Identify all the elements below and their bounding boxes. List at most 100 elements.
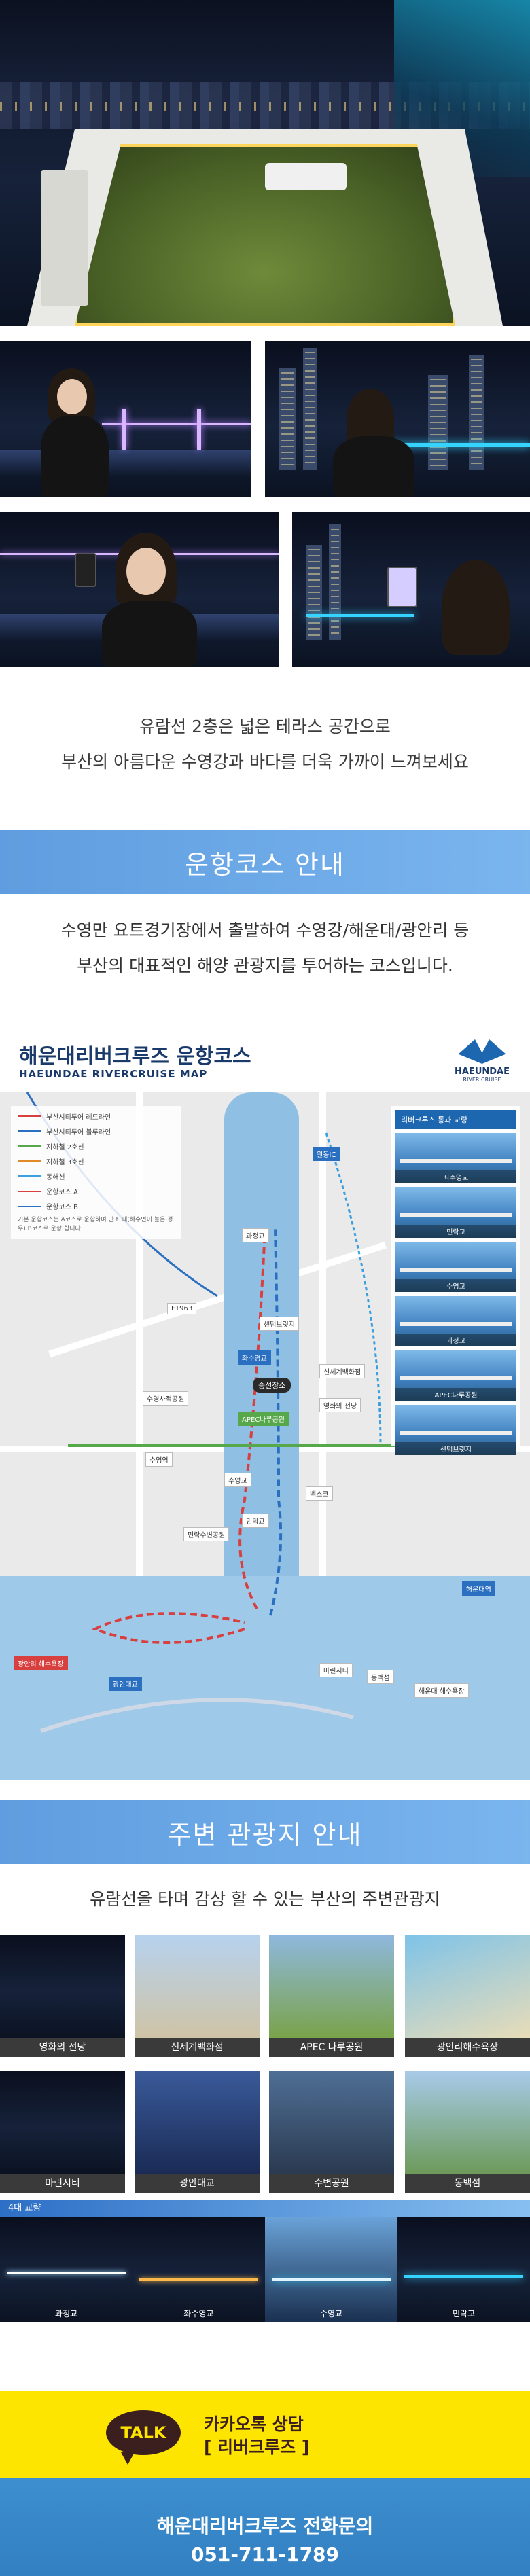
pin-bexco: 벡스코 (306, 1486, 333, 1501)
spots-subtitle: 유람선을 타며 감상 할 수 있는 부산의 주변관광지 (90, 1889, 440, 1909)
spot-label: 수변공원 (269, 2174, 394, 2193)
spot-tile: 광안대교 (135, 2071, 260, 2193)
deck-photo (0, 0, 530, 326)
bridge-shape (400, 1268, 512, 1272)
boarding-dock: 승선장소 (253, 1378, 292, 1393)
legend-swatch (18, 1205, 41, 1207)
bird-logo-icon (458, 1039, 506, 1064)
brand-logo: HAEUNDAE RIVER CRUISE (455, 1039, 510, 1083)
pin-minrak-waterfront: 민락수변공원 (183, 1527, 230, 1541)
kakao-consult-button[interactable]: TALK 카카오톡 상담 [ 리버크루즈 ] (0, 2391, 530, 2478)
sea (0, 1576, 530, 1780)
photo-selfie-woman (0, 512, 279, 667)
bridge-photo: 좌수영교 (132, 2217, 265, 2322)
phone-contact[interactable]: 해운대리버크루즈 전화문의 051-711-1789 (0, 2478, 530, 2576)
legend-row: 동해선 (18, 1171, 174, 1181)
neon-bridge (367, 443, 530, 447)
pin-suyeong-bridge: 수영교 (224, 1473, 251, 1487)
legend-label: 운항코스 A (46, 1189, 78, 1196)
bridge-photo: 민락교 (398, 2217, 530, 2322)
bridge-shape (400, 1213, 512, 1217)
route-map: 해운대리버크루즈 운항코스 HAEUNDAE RIVERCRUISE MAP H… (0, 1030, 530, 1780)
legend-swatch (18, 1160, 41, 1162)
spot-label: 영화의 전당 (0, 2038, 125, 2057)
pin-dongbaek: 동백섬 (367, 1670, 394, 1684)
face (126, 548, 166, 595)
intro-line-2: 부산의 아름다운 수영강과 바다를 더욱 가까이 느껴보세요 (61, 752, 469, 772)
brand-name: HAEUNDAE (455, 1067, 510, 1077)
legend-label: 지하철 3호선 (46, 1159, 84, 1166)
spot-tile: 마린시티 (0, 2071, 125, 2193)
spot-tile: 광안리해수욕장 (405, 1935, 530, 2057)
spots-intro: 유람선을 타며 감상 할 수 있는 부산의 주변관광지 (0, 1864, 530, 1935)
bridge-shape (400, 1376, 512, 1380)
pin-haeundae-beach: 해운대 해수욕장 (414, 1683, 469, 1698)
road (319, 1092, 326, 1609)
legend-swatch (18, 1145, 41, 1147)
contact-phone[interactable]: 051-711-1789 (190, 2543, 340, 2566)
bridge-shape (400, 1159, 512, 1163)
bridge-tower (122, 409, 126, 450)
bridges-panel: 리버크루즈 통과 교량 좌수영교 민락교 수영교 과정교 APEC나루공원 센텀… (391, 1106, 520, 1455)
legend-row: 지하철 2호선 (18, 1141, 174, 1151)
contact-title: 해운대리버크루즈 전화문의 (156, 2515, 374, 2537)
pin-suyeong-park: 수영사적공원 (143, 1391, 189, 1406)
spot-label: APEC 나루공원 (269, 2038, 394, 2057)
intro-line-1: 유람선 2층은 넓은 테라스 공간으로 (139, 717, 391, 736)
bridge-label: 좌수영교 (183, 2309, 214, 2319)
spot-label: 광안대교 (135, 2174, 260, 2193)
legend-swatch (18, 1175, 41, 1177)
course-line-1: 수영만 요트경기장에서 출발하여 수영강/해운대/광안리 등 (60, 920, 470, 940)
photo-bridge-woman (0, 341, 251, 497)
legend-label: 동해선 (46, 1174, 65, 1181)
kakao-line-2: [ 리버크루즈 ] (204, 2437, 310, 2457)
pin-gwangalli-beach: 광안리 해수욕장 (14, 1656, 68, 1670)
bridge-shape (400, 1431, 512, 1435)
deck-pillar (41, 170, 88, 306)
bridge-label: 과정교 (54, 2309, 78, 2319)
spot-label: 신세계백화점 (135, 2038, 260, 2057)
phone (75, 553, 96, 587)
legend-row: 부산시티투어 레드라인 (18, 1111, 174, 1122)
building (279, 368, 296, 470)
water (0, 450, 251, 477)
kakao-text: 카카오톡 상담 [ 리버크루즈 ] (204, 2413, 309, 2459)
spot-label: 동백섬 (405, 2174, 530, 2193)
brand-sub: RIVER CRUISE (463, 1077, 501, 1083)
spot-tile: 동백섬 (405, 2071, 530, 2193)
spot-image (0, 1935, 125, 2038)
spot-image (269, 1935, 394, 2038)
route-b (269, 1228, 283, 1616)
bridge-photo: 과정교 (0, 2217, 132, 2322)
spots-heading: 주변 관광지 안내 (167, 1819, 363, 1850)
kakao-line-1: 카카오톡 상담 (204, 2414, 304, 2434)
spot-image (405, 2071, 530, 2174)
legend-label: 부산시티투어 레드라인 (46, 1114, 111, 1122)
pin-jwasuyeong-bridge: 좌수영교 (238, 1350, 271, 1365)
panel-thumb: APEC나루공원 (395, 1350, 516, 1401)
spot-tile: 영화의 전당 (0, 1935, 125, 2057)
bridge-arch (404, 2275, 523, 2278)
donghae-line (325, 1132, 382, 1446)
bridge-tower (197, 409, 201, 450)
gwangan-bridge (40, 1698, 354, 1733)
map-legend: 부산시티투어 레드라인 부산시티투어 블루라인 지하철 2호선 지하철 3호선 … (11, 1106, 181, 1239)
pin-haeundae-station: 해운대역 (462, 1581, 495, 1596)
deck-table (265, 163, 347, 190)
neon-bridge (306, 614, 414, 617)
person (102, 601, 197, 667)
legend-note: 기본 운항코스는 A코스로 운항하며 만조 때(해수면이 높은 경우) B코스로… (18, 1217, 173, 1232)
talk-badge: TALK (120, 2423, 166, 2442)
pin-minrak-bridge: 민락교 (242, 1514, 269, 1528)
panel-thumb-label: 과정교 (395, 1334, 516, 1346)
panel-thumb-label: 수영교 (395, 1279, 516, 1292)
course-line-2: 부산의 대표적인 해양 관광지를 투어하는 코스입니다. (77, 956, 453, 976)
building (428, 375, 448, 470)
bridge-shape (400, 1322, 512, 1326)
panel-title: 리버크루즈 통과 교량 (395, 1110, 516, 1129)
legend-label: 지하철 2호선 (46, 1144, 84, 1151)
panel-thumb: 좌수영교 (395, 1133, 516, 1183)
legend-row: 운항코스 A (18, 1186, 174, 1196)
building (306, 545, 322, 640)
